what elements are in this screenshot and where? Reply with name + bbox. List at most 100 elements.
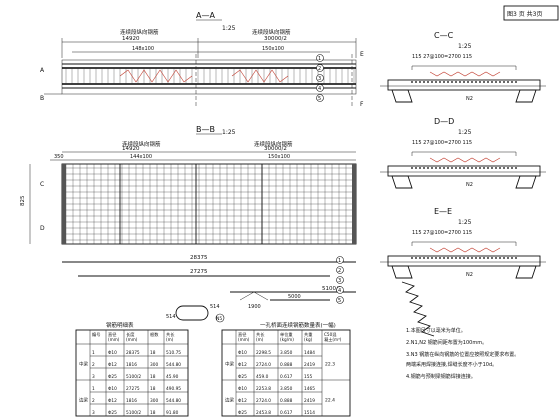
table2-group-label: 中梁 <box>225 361 234 368</box>
rebar-dot <box>499 167 501 169</box>
rebar-dot <box>487 257 489 259</box>
table2-cell: 0.888 <box>280 362 293 368</box>
girder-flange <box>391 175 413 189</box>
table1-cell: 3 <box>92 410 95 416</box>
view-aa: A—A 1:25 连续段纵向钢筋 连续段纵向钢筋 14920 30000/2 1… <box>40 11 364 108</box>
view-bb-label-left: 连续段纵向钢筋 <box>122 140 161 148</box>
table2-cell: 2419 <box>304 398 315 404</box>
rebar-dot <box>439 167 441 169</box>
table2-header: C50混 <box>324 331 337 338</box>
deck-slab <box>387 165 541 177</box>
rebar-dot <box>423 167 425 169</box>
rebar-dot <box>503 167 505 169</box>
detail-n5-dim-a: 514 <box>166 314 176 320</box>
table2-cell: 1514 <box>304 410 315 416</box>
table1-cell: 300 <box>150 362 158 368</box>
table2-cell: 2419 <box>304 362 315 368</box>
rebar-dot <box>419 167 421 169</box>
sheet-number: 图3 页 共3页 <box>507 10 542 18</box>
rebar-dot <box>455 257 457 259</box>
view-bb-dim-left: 14920 <box>122 146 140 152</box>
table2-header: (m) <box>256 337 264 342</box>
dim-bracket <box>411 151 517 156</box>
view-aa-title: A—A <box>196 11 215 20</box>
table2-concrete-cell: 22.4 <box>325 398 335 404</box>
view-aa-marker-e: E <box>360 51 364 58</box>
section-ee-scale: 1:25 <box>458 219 472 226</box>
note-line: 3.N3 钢筋在纵向钢筋的位置应按照规定要求布置。 <box>406 351 519 358</box>
rebar-quantity-table: 一孔桥面连续钢筋数量表(一幅)直径(mm)共长(m)单位重(kg/m)共重(kg… <box>221 321 351 417</box>
title-block: 图3 页 共3页 <box>503 5 559 21</box>
view-bb-scale: 1:25 <box>222 129 236 136</box>
rebar-dot <box>511 167 513 169</box>
rebar-dot <box>483 167 485 169</box>
rebar-dot <box>483 257 485 259</box>
table2-cell: Φ10 <box>238 386 247 392</box>
rebar-dot <box>475 167 477 169</box>
table1-header: 编号 <box>92 331 100 338</box>
rebar-dot <box>475 257 477 259</box>
rebar-dot <box>435 257 437 259</box>
hook-detail <box>401 281 435 337</box>
view-aa-dim-right-sub: 150x100 <box>262 46 284 52</box>
table1-header: (m) <box>166 337 174 342</box>
connector-bar <box>429 71 501 77</box>
table1-title: 钢筋明细表 <box>106 321 134 329</box>
section-cc-label: N2 <box>466 96 473 102</box>
table1-cell: 544.80 <box>166 398 181 404</box>
rebar-dot <box>443 167 445 169</box>
table1-header: 根数 <box>150 331 159 338</box>
table1-group-label: 中梁 <box>79 361 88 368</box>
table1-cell: 18 <box>150 386 156 392</box>
svg-text:N5: N5 <box>216 316 222 322</box>
rebar-dot <box>455 167 457 169</box>
rebar-dot <box>495 257 497 259</box>
table2-cell: 459.0 <box>256 374 269 380</box>
table2-group-label: 边梁 <box>225 397 234 404</box>
view-aa-dim-left: 14920 <box>122 36 140 42</box>
table2-frame <box>221 329 351 417</box>
view-bb-dim-right: 30000/2 <box>264 146 287 152</box>
view-aa-callout-3: 3 <box>316 74 324 82</box>
rebar-dot <box>427 81 429 83</box>
deck-slab <box>387 79 541 91</box>
view-aa-dim-right: 30000/2 <box>264 36 287 42</box>
view-bb: B—B 1:25 连续段纵向钢筋 连续段纵向钢筋 14920 30000/2 3… <box>20 125 357 310</box>
rebar-dot <box>503 257 505 259</box>
section-drawing <box>380 241 546 337</box>
svg-text:2: 2 <box>318 66 321 72</box>
rebar-dot <box>447 167 449 169</box>
view-bb-bar-5: 5000 <box>288 294 301 300</box>
view-bb-dim-1: 144x100 <box>130 154 152 160</box>
svg-text:3: 3 <box>338 278 341 284</box>
rebar-dot <box>479 81 481 83</box>
rebar-dot <box>459 81 461 83</box>
rebar-dot <box>463 257 465 259</box>
table2-cell: Φ25 <box>238 374 247 380</box>
rebar-dot <box>459 167 461 169</box>
table1-header: 直径 <box>108 331 116 337</box>
section-dd-scale: 1:25 <box>458 129 472 136</box>
view-aa-label-right: 连续段纵向钢筋 <box>252 28 291 36</box>
view-aa-callout-5: 5 <box>316 94 324 102</box>
table2-cell: 2298.5 <box>256 350 271 356</box>
rebar-dot <box>515 81 517 83</box>
rebar-dot <box>451 257 453 259</box>
view-aa-marker-f: F <box>360 101 364 108</box>
detail-n5-dim-b: 514 <box>210 304 220 310</box>
rebar-dot <box>423 257 425 259</box>
view-bb-label-right: 连续段纵向钢筋 <box>254 140 293 148</box>
table2-cell: 0.617 <box>280 410 293 416</box>
view-bb-title: B—B <box>196 125 215 134</box>
view-bb-bar-3: 5100/2 <box>322 286 341 292</box>
view-aa-stirrups <box>65 68 355 84</box>
table1-cell: 2 <box>92 362 95 368</box>
table1-cell: 1816 <box>126 398 137 404</box>
rebar-dot <box>515 167 517 169</box>
table1-cell: 1 <box>92 350 95 356</box>
table1-cell: 45.90 <box>166 374 179 380</box>
table2-cell: 3.850 <box>280 386 293 392</box>
view-bb-rebar-mesh <box>62 164 356 244</box>
table2-cell: Φ12 <box>238 398 247 404</box>
